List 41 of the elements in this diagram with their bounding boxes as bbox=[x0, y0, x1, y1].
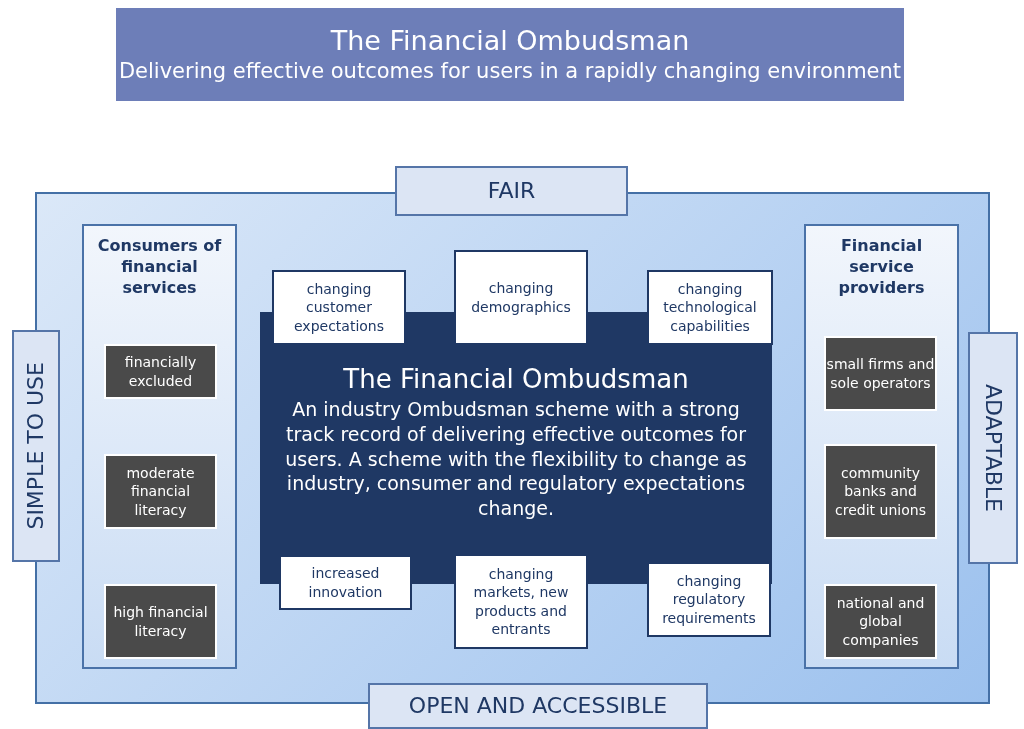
group-panel bbox=[804, 224, 959, 669]
category-box bbox=[104, 454, 217, 529]
principle-text: OPEN AND ACCESSIBLE bbox=[408, 691, 668, 720]
panel-heading: Financial service providers bbox=[837, 236, 926, 299]
principle-label bbox=[368, 683, 708, 729]
central-description: An industry Ombudsman scheme with a strong track record of delivering effective outcomes for users. A scheme with the flexibility to change as industry, consumer and regulatory expectations change. bbox=[284, 397, 748, 521]
driver-box bbox=[454, 554, 588, 649]
category-text: national and global companies bbox=[835, 594, 926, 649]
panel-heading: Consumers of financial services bbox=[96, 236, 223, 299]
group-panel bbox=[82, 224, 237, 669]
principle-label bbox=[968, 332, 1018, 564]
banner-title: The Financial Ombudsman bbox=[330, 24, 690, 59]
principle-label bbox=[12, 330, 60, 562]
driver-box bbox=[272, 270, 406, 345]
driver-box bbox=[454, 250, 588, 345]
category-text: high financial literacy bbox=[112, 603, 209, 640]
central-heading: The Financial Ombudsman bbox=[343, 363, 689, 397]
category-text: community banks and credit unions bbox=[834, 464, 927, 519]
driver-text: changing regulatory requirements bbox=[661, 572, 757, 627]
driver-box bbox=[647, 270, 773, 345]
driver-box bbox=[279, 555, 412, 610]
driver-box bbox=[647, 562, 771, 637]
category-box bbox=[104, 344, 217, 399]
category-box bbox=[824, 336, 937, 411]
driver-text: changing demographics bbox=[470, 279, 572, 316]
category-text: moderate financial literacy bbox=[125, 464, 196, 519]
principle-text: SIMPLE TO USE bbox=[21, 362, 49, 530]
category-box bbox=[104, 584, 217, 659]
banner-subtitle: Delivering effective outcomes for users in a rapidly changing environment bbox=[118, 58, 902, 86]
principle-label bbox=[395, 166, 628, 216]
category-text: financially excluded bbox=[123, 353, 198, 390]
driver-text: changing technological capabilities bbox=[662, 280, 758, 335]
principle-text: ADAPTABLE bbox=[980, 384, 1008, 512]
category-box bbox=[824, 444, 937, 539]
category-text: small firms and sole operators bbox=[826, 355, 935, 392]
driver-text: changing markets, new products and entrants bbox=[472, 565, 570, 638]
driver-text: changing customer expectations bbox=[293, 280, 385, 335]
driver-text: increased innovation bbox=[307, 564, 384, 601]
title-banner bbox=[116, 8, 904, 101]
category-box bbox=[824, 584, 937, 659]
principle-text: FAIR bbox=[487, 176, 536, 205]
